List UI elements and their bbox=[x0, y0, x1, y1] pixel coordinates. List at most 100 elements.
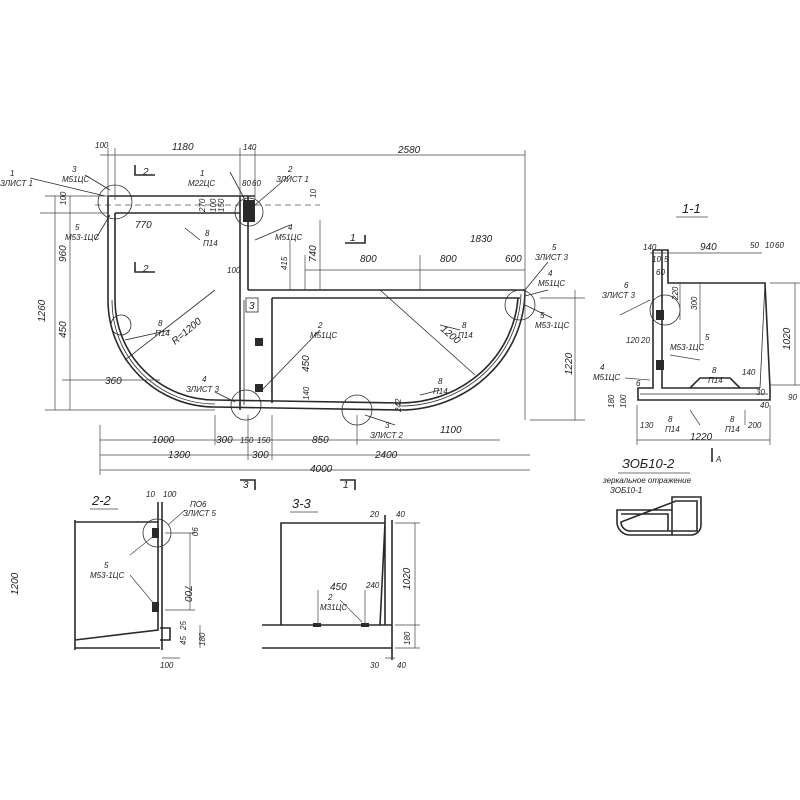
dim-label: 960 bbox=[58, 245, 69, 262]
variant-ref: ЗОБ10-1 bbox=[610, 486, 642, 495]
dim-label: 800 bbox=[360, 254, 377, 265]
dim-label: 40 bbox=[396, 510, 405, 519]
section-mark-lines bbox=[134, 165, 366, 490]
section-title: 1-1 bbox=[682, 201, 701, 216]
section-2-2: 2-2 10 100 90 700 1200 25 45 180 100 ПО6… bbox=[10, 490, 216, 670]
dim-label: 20 bbox=[369, 510, 379, 519]
svg-text:М51ЦС: М51ЦС bbox=[538, 279, 565, 288]
rebar-line bbox=[111, 299, 216, 405]
svg-text:М51ЦС: М51ЦС bbox=[593, 373, 620, 382]
dim-label: 90 bbox=[190, 527, 199, 536]
dim-label: 10 bbox=[309, 189, 318, 198]
dim-label: 1300 bbox=[168, 450, 191, 461]
svg-text:М53-1ЦС: М53-1ЦС bbox=[535, 321, 569, 330]
dim-label: 360 bbox=[105, 376, 122, 387]
svg-text:ЗЛИСТ 3: ЗЛИСТ 3 bbox=[535, 253, 568, 262]
dim-label: 100 bbox=[160, 661, 174, 670]
dim-label: 150 bbox=[217, 198, 226, 212]
svg-text:П14: П14 bbox=[203, 239, 218, 248]
wall-top-left bbox=[108, 195, 255, 214]
dim-label: 180 bbox=[403, 631, 412, 645]
section-title: 2-2 bbox=[91, 493, 112, 508]
wall-bottom bbox=[214, 399, 401, 411]
dim-label: 450 bbox=[58, 321, 69, 338]
svg-text:П14: П14 bbox=[708, 376, 723, 385]
dim-label: 140 bbox=[742, 368, 756, 377]
radius-line bbox=[124, 289, 476, 376]
svg-text:2: 2 bbox=[287, 165, 293, 174]
dim-label: 140 bbox=[302, 386, 311, 400]
dim-label: 1830 bbox=[470, 234, 493, 245]
plan-view: 100 1180 140 2580 100 960 450 1260 770 2… bbox=[0, 141, 585, 491]
dim-label: 242 bbox=[394, 398, 403, 413]
dim-label: 415 bbox=[280, 256, 289, 270]
dim-label: 1220 bbox=[690, 432, 713, 443]
detail-circle bbox=[230, 389, 262, 421]
section-mark: 3 bbox=[249, 301, 255, 312]
svg-text:М51ЦС: М51ЦС bbox=[310, 331, 337, 340]
svg-text:8: 8 bbox=[730, 415, 735, 424]
svg-text:М53-1ЦС: М53-1ЦС bbox=[65, 233, 99, 242]
svg-text:4: 4 bbox=[600, 363, 605, 372]
section-mark: 1 bbox=[350, 233, 356, 244]
dim-label: 10 bbox=[765, 241, 774, 250]
svg-text:8: 8 bbox=[158, 319, 163, 328]
dim-label: 100 bbox=[209, 198, 218, 212]
dim-label: 180 bbox=[607, 394, 616, 408]
dim-label: 850 bbox=[312, 435, 329, 446]
detail-circle bbox=[504, 289, 536, 321]
embedded-plate bbox=[243, 200, 255, 222]
dim-label: 100 bbox=[619, 394, 628, 408]
svg-text:П14: П14 bbox=[665, 425, 680, 434]
dim-label: 740 bbox=[308, 245, 319, 262]
variant-title: ЗОБ10-2 bbox=[622, 456, 675, 471]
svg-text:П14: П14 bbox=[458, 331, 473, 340]
dimension-lines bbox=[40, 148, 585, 475]
dim-label: 240 bbox=[365, 581, 380, 590]
svg-text:5: 5 bbox=[705, 333, 710, 342]
svg-text:М53-1ЦС: М53-1ЦС bbox=[90, 571, 124, 580]
svg-text:3: 3 bbox=[385, 421, 390, 430]
dim-label: 200 bbox=[747, 421, 762, 430]
section-title: 3-3 bbox=[292, 496, 312, 511]
svg-text:4: 4 bbox=[288, 223, 293, 232]
variant-thumbnail bbox=[616, 496, 702, 536]
svg-text:П14: П14 bbox=[433, 387, 448, 396]
dim-label: 1020 bbox=[782, 327, 793, 350]
svg-text:2: 2 bbox=[327, 593, 333, 602]
dim-label: 20 bbox=[640, 336, 650, 345]
dim-label: 60 bbox=[656, 268, 665, 277]
svg-text:ЗЛИСТ 1: ЗЛИСТ 1 bbox=[276, 175, 309, 184]
svg-text:П14: П14 bbox=[155, 329, 170, 338]
dim-label: 1180 bbox=[172, 142, 194, 153]
svg-text:5: 5 bbox=[552, 243, 557, 252]
section-mark-box bbox=[245, 297, 259, 313]
svg-text:6: 6 bbox=[624, 281, 629, 290]
variant-note: ЗОБ10-2 зеркальное отражение ЗОБ10-1 bbox=[602, 456, 702, 536]
detail-circle bbox=[110, 314, 132, 336]
embedded-plate bbox=[255, 384, 263, 392]
dim-label: 150 bbox=[240, 436, 254, 445]
embedded-plate bbox=[255, 338, 263, 346]
dim-label: 300 bbox=[252, 450, 269, 461]
svg-text:М51ЦС: М51ЦС bbox=[275, 233, 302, 242]
svg-text:ЗЛИСТ 1: ЗЛИСТ 1 bbox=[0, 179, 33, 188]
dim-label: 4000 bbox=[310, 464, 333, 475]
dim-label: 6 bbox=[636, 379, 641, 388]
dim-label: 25 bbox=[179, 621, 188, 631]
view-mark: А bbox=[715, 455, 721, 464]
dim-label: 5 bbox=[664, 255, 669, 264]
dim-label: 30 bbox=[370, 661, 379, 670]
